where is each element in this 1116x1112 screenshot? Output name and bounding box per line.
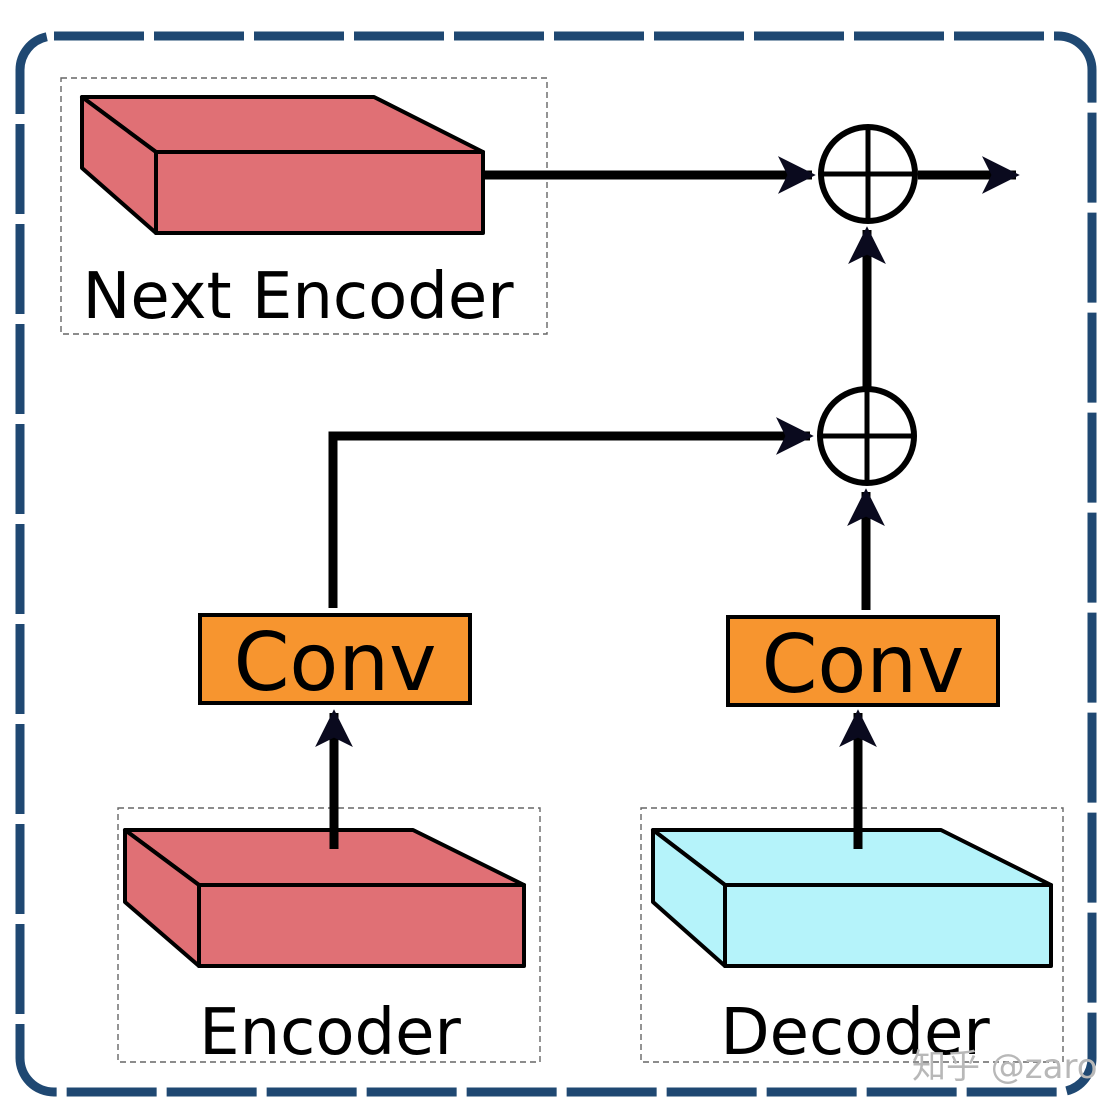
decoder-group: Decoder xyxy=(640,807,1064,1070)
add-bottom-node xyxy=(817,386,917,486)
decoder-group-border xyxy=(640,807,1064,1063)
next-encoder-block xyxy=(80,95,485,235)
conv-right-node: Conv xyxy=(726,615,1000,711)
next-encoder-group-border xyxy=(60,77,548,335)
encoder-block xyxy=(123,828,526,968)
add-top-node xyxy=(818,124,918,224)
decoder-label: Decoder xyxy=(720,996,990,1070)
decoder-block xyxy=(651,828,1053,968)
conv-right-label: Conv xyxy=(762,618,965,711)
encoder-group-border xyxy=(117,807,541,1063)
encoder-label: Encoder xyxy=(199,996,461,1070)
conv-left-node: Conv xyxy=(198,613,472,709)
outer-frame xyxy=(15,31,1097,1097)
next-encoder-group: Next Encoder xyxy=(60,77,548,335)
conv-left-label: Conv xyxy=(234,616,437,709)
arrows xyxy=(315,156,1020,849)
arrow-conv-left-to-add-bottom xyxy=(328,417,814,608)
encoder-group: Encoder xyxy=(117,807,541,1070)
watermark: 知乎 @zaro xyxy=(912,1047,1098,1087)
next-encoder-label: Next Encoder xyxy=(82,260,514,334)
